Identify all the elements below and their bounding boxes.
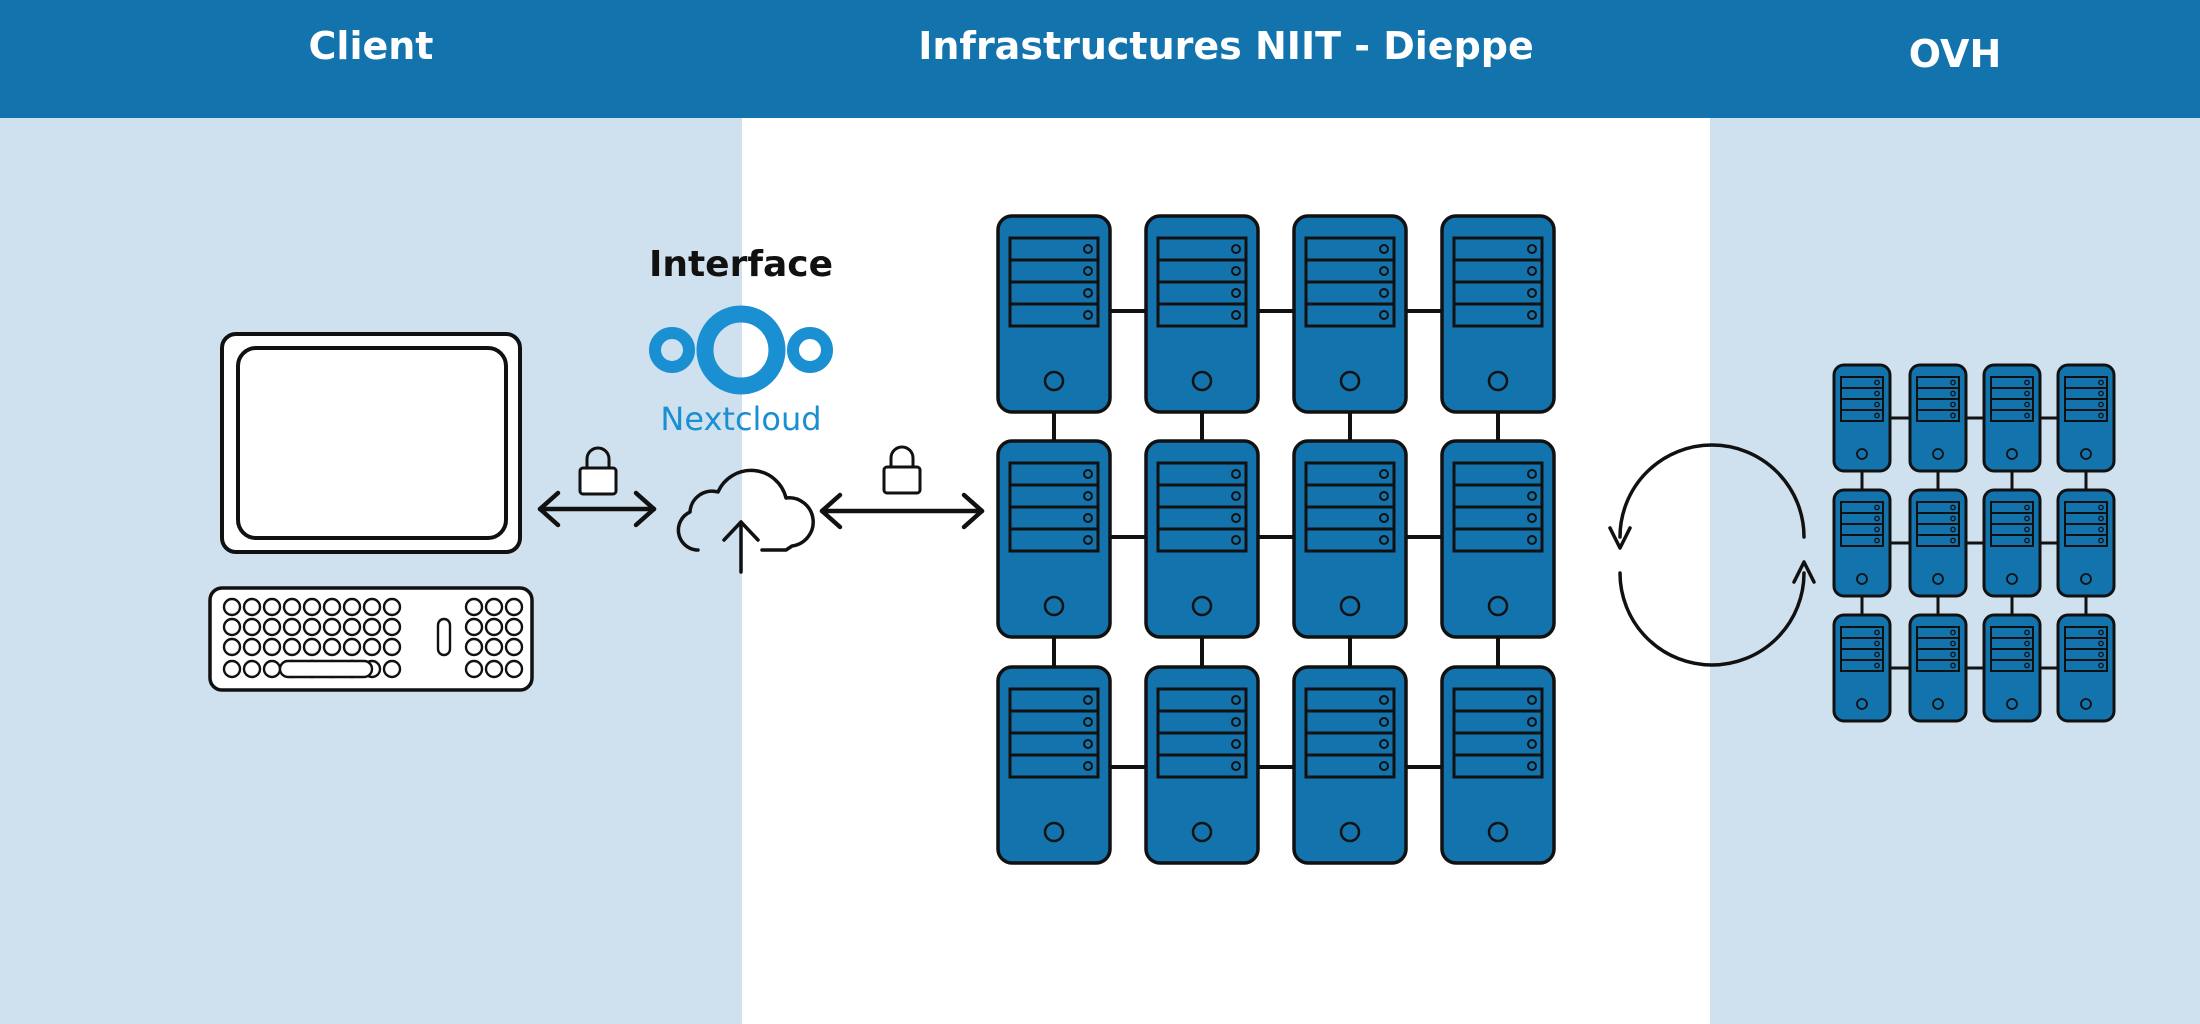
server-icon <box>1832 363 1892 473</box>
infrastructure-zone-title: Infrastructures NIIT - Dieppe <box>918 24 1534 68</box>
keyboard-icon <box>208 586 534 692</box>
server-icon <box>1982 488 2042 598</box>
client-zone-title: Client <box>308 24 434 68</box>
server-icon <box>1144 214 1260 414</box>
server-icon <box>1832 488 1892 598</box>
server-icon <box>1832 613 1892 723</box>
computer-monitor-icon <box>220 332 522 554</box>
server-icon <box>2056 488 2116 598</box>
client-interface-arrow <box>537 490 657 528</box>
server-icon <box>996 439 1112 639</box>
lock-icon <box>882 445 922 495</box>
server-icon <box>1908 488 1968 598</box>
server-icon <box>1982 613 2042 723</box>
nextcloud-wordmark: Nextcloud <box>660 400 822 438</box>
sync-arrows-icon <box>1608 443 1816 667</box>
server-icon <box>1908 363 1968 473</box>
infra-network-links <box>1052 309 1500 769</box>
server-icon <box>2056 613 2116 723</box>
interface-infra-arrow <box>819 492 985 530</box>
server-icon <box>1982 363 2042 473</box>
server-icon <box>1440 665 1556 865</box>
lock-icon <box>578 446 618 496</box>
server-icon <box>1440 214 1556 414</box>
ovh-zone-title: OVH <box>1908 32 2002 76</box>
cloud-upload-icon <box>676 468 815 574</box>
server-icon <box>1440 439 1556 639</box>
server-icon <box>2056 363 2116 473</box>
nextcloud-logo <box>649 305 833 395</box>
server-icon <box>996 214 1112 414</box>
server-icon <box>1292 214 1408 414</box>
server-icon <box>1144 439 1260 639</box>
ovh-network-links <box>1860 416 2088 670</box>
server-icon <box>1144 665 1260 865</box>
interface-label: Interface <box>648 244 834 285</box>
server-icon <box>1908 613 1968 723</box>
header-bar <box>0 0 2200 118</box>
server-icon <box>996 665 1112 865</box>
server-icon <box>1292 439 1408 639</box>
server-icon <box>1292 665 1408 865</box>
